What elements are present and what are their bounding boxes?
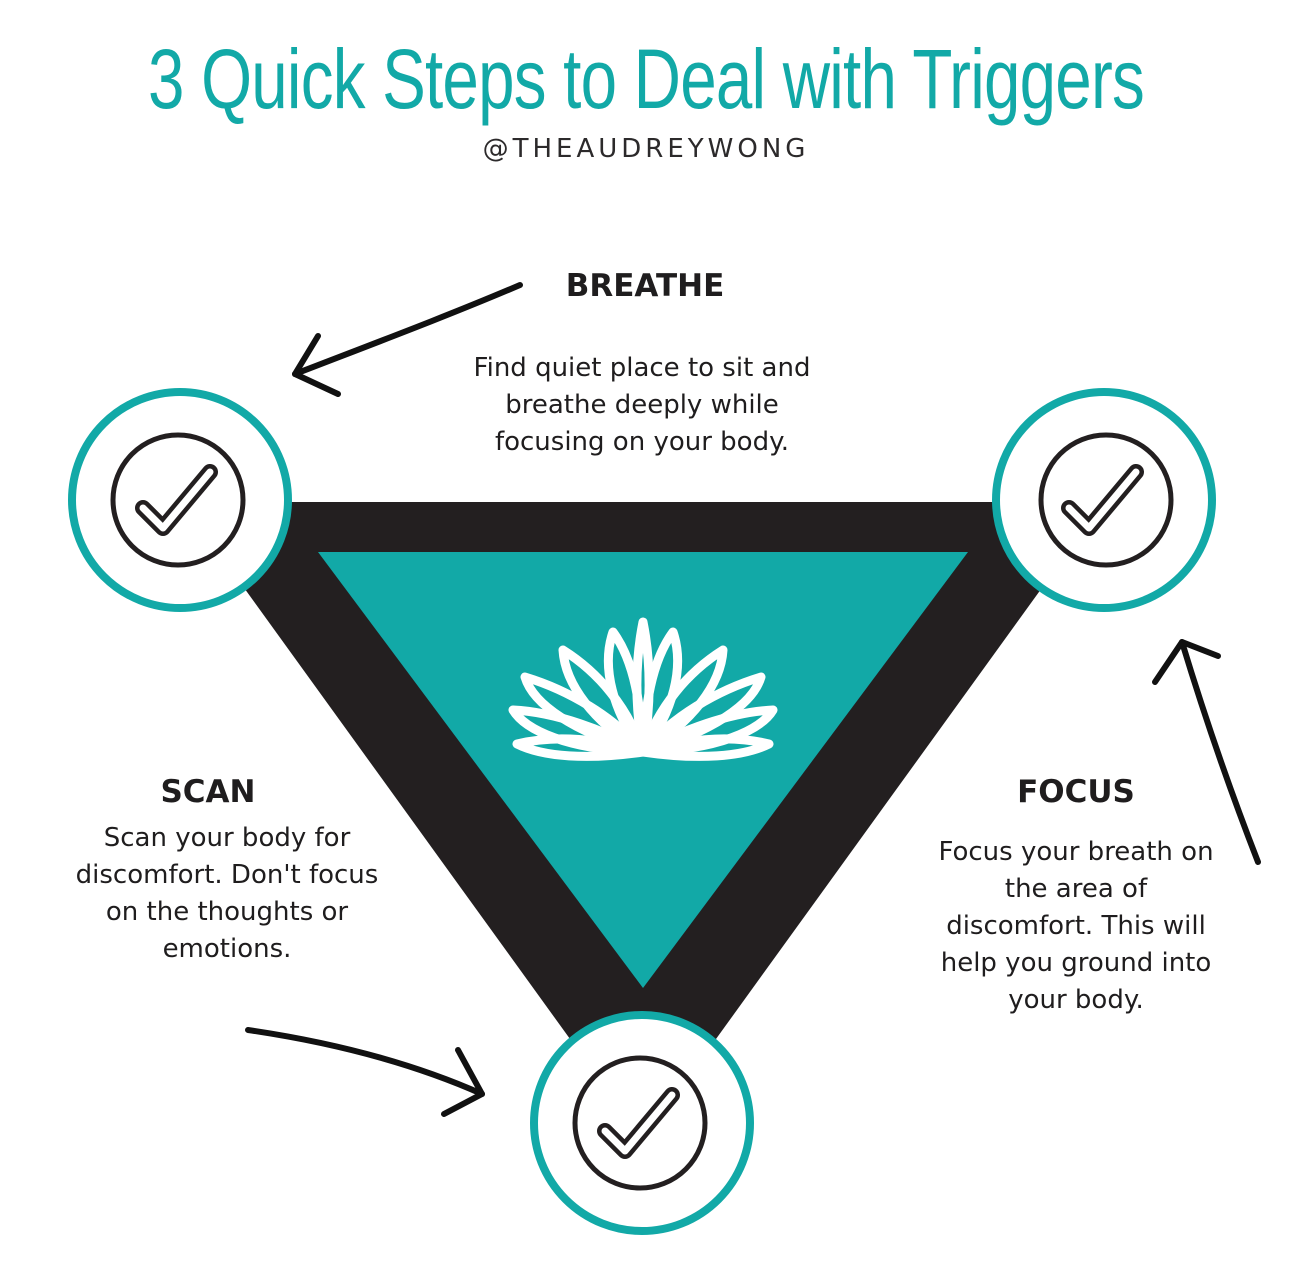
lotus-icon xyxy=(508,617,778,761)
hand-drawn-arrow-icon xyxy=(292,282,523,397)
step-text-focus: Focus your breath on the area of discomf… xyxy=(938,837,1214,1015)
step-text-breathe: Find quiet place to sit and breathe deep… xyxy=(473,353,811,457)
check-circle-icon xyxy=(992,388,1216,612)
step-heading-breathe: BREATHE xyxy=(565,268,725,304)
step-heading-focus: FOCUS xyxy=(1017,774,1135,810)
step-heading-scan: SCAN xyxy=(160,774,256,810)
page-title: 3 Quick Steps to Deal with Triggers xyxy=(148,32,1145,126)
inner-triangle xyxy=(318,552,968,988)
check-circle-icon xyxy=(530,1011,754,1235)
hand-drawn-arrow-icon xyxy=(245,1027,485,1117)
check-circle-icon xyxy=(68,388,292,612)
step-text-scan: Scan your body for discomfort. Don't foc… xyxy=(75,823,379,964)
hand-drawn-arrow-icon xyxy=(1152,639,1261,865)
author-handle: @THEAUDREYWONG xyxy=(482,134,810,164)
